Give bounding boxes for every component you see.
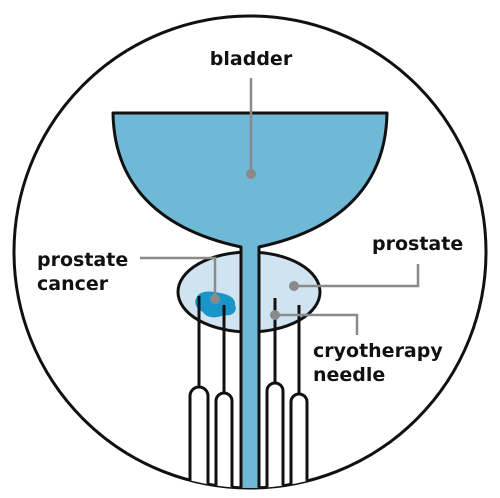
needle-label-line2: needle bbox=[313, 364, 385, 386]
prostate-cancer-leader bbox=[140, 256, 217, 297]
tumor-shape bbox=[195, 291, 236, 318]
prostate-cancer-leader-dot bbox=[210, 294, 220, 304]
prostate-cancer-label-line1: prostate bbox=[37, 249, 128, 271]
bladder-leader-dot bbox=[246, 169, 256, 179]
cryotherapy-needle-4 bbox=[289, 392, 309, 488]
prostate-label: prostate bbox=[372, 233, 463, 255]
needle-leader bbox=[275, 313, 359, 335]
bladder-label: bladder bbox=[210, 48, 293, 70]
needle-label-line1: cryotherapy bbox=[313, 340, 443, 362]
cryotherapy-needle-3 bbox=[265, 381, 285, 488]
prostate-cancer-label-line2: cancer bbox=[37, 273, 109, 295]
prostate-leader-dot bbox=[289, 281, 299, 291]
needle-leader-dot bbox=[270, 310, 280, 320]
urethra-shape bbox=[239, 249, 261, 488]
cryotherapy-needle-2 bbox=[214, 391, 234, 488]
prostate-leader bbox=[295, 264, 420, 288]
